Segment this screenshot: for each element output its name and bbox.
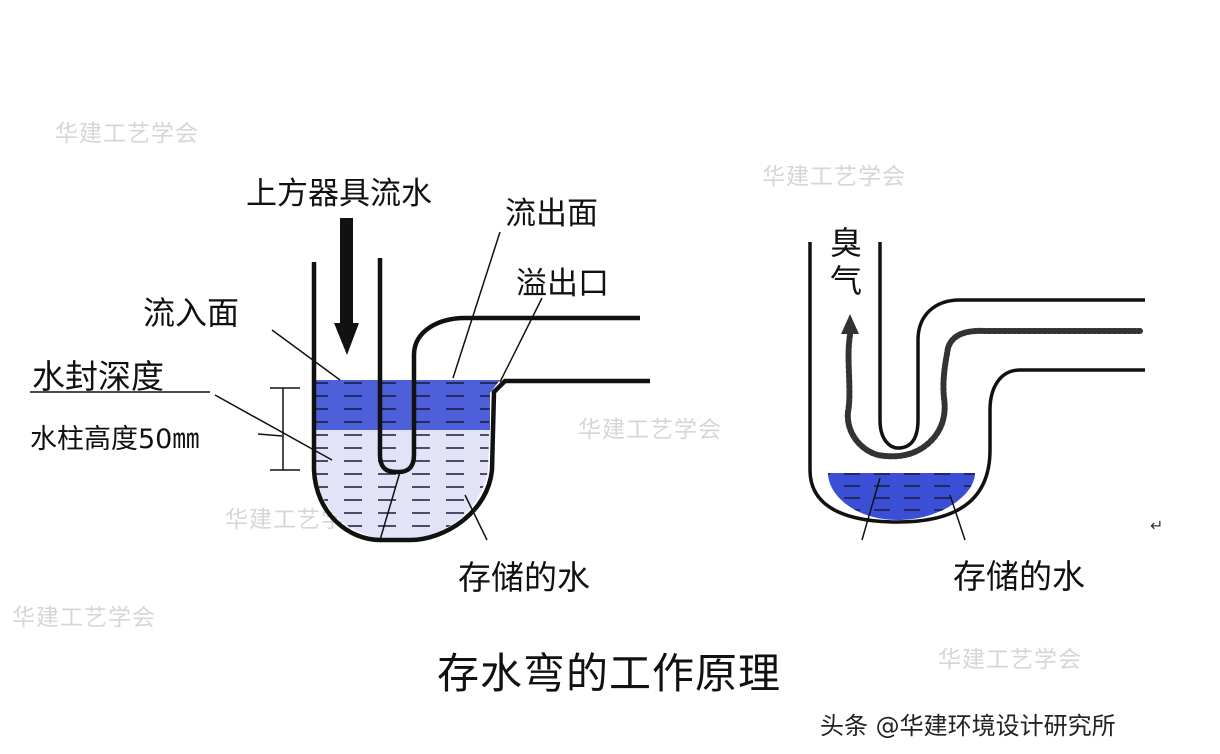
down-arrow-icon bbox=[334, 218, 359, 355]
label-odor-2: 气 bbox=[830, 262, 863, 300]
watermark: 华建工艺学会 bbox=[762, 164, 906, 190]
label-inflow-water: 上方器具流水 bbox=[246, 176, 432, 212]
trap-inner-wall bbox=[377, 258, 640, 475]
return-symbol-icon: ↵ bbox=[1150, 516, 1164, 535]
odor-flow-path bbox=[844, 327, 1143, 460]
leader-stored-water-l1 bbox=[379, 471, 401, 541]
leader-overflow-outlet bbox=[499, 297, 543, 383]
leader-column-height bbox=[257, 433, 283, 437]
watermark: 华建工艺学会 bbox=[938, 647, 1082, 673]
label-overflow-outlet: 溢出口 bbox=[516, 266, 609, 302]
leader-stored-water-l2 bbox=[464, 494, 488, 541]
label-seal-depth: 水封深度 bbox=[32, 357, 164, 396]
depth-bracket bbox=[270, 387, 300, 471]
watermark: 华建工艺学会 bbox=[578, 417, 722, 443]
watermark: 华建工艺学会 bbox=[12, 605, 156, 631]
label-stored-water-right: 存储的水 bbox=[953, 557, 1085, 596]
leader-seal-depth bbox=[214, 394, 333, 461]
watermark: 华建工艺学会 bbox=[55, 121, 199, 147]
label-odor-1: 臭 bbox=[830, 224, 863, 262]
diagram-title: 存水弯的工作原理 bbox=[437, 649, 782, 698]
label-column-height: 水柱高度50㎜ bbox=[30, 424, 200, 455]
trap-outer-wall bbox=[311, 262, 650, 543]
label-stored-water-left: 存储的水 bbox=[458, 558, 590, 597]
leader-inflow-surface bbox=[271, 329, 341, 381]
leader-outflow-surface bbox=[452, 231, 501, 379]
leader-stored-water-r2 bbox=[949, 494, 966, 541]
attribution: 头条 @华建环境设计研究所 bbox=[820, 712, 1116, 740]
up-arrow-icon bbox=[841, 314, 859, 334]
trap-right-outer-wall bbox=[808, 242, 1145, 524]
label-inflow-surface: 流入面 bbox=[143, 294, 240, 332]
label-outflow-surface: 流出面 bbox=[505, 196, 598, 232]
trap-right-inner-wall bbox=[878, 242, 1145, 450]
leader-stored-water-r1 bbox=[861, 477, 881, 541]
